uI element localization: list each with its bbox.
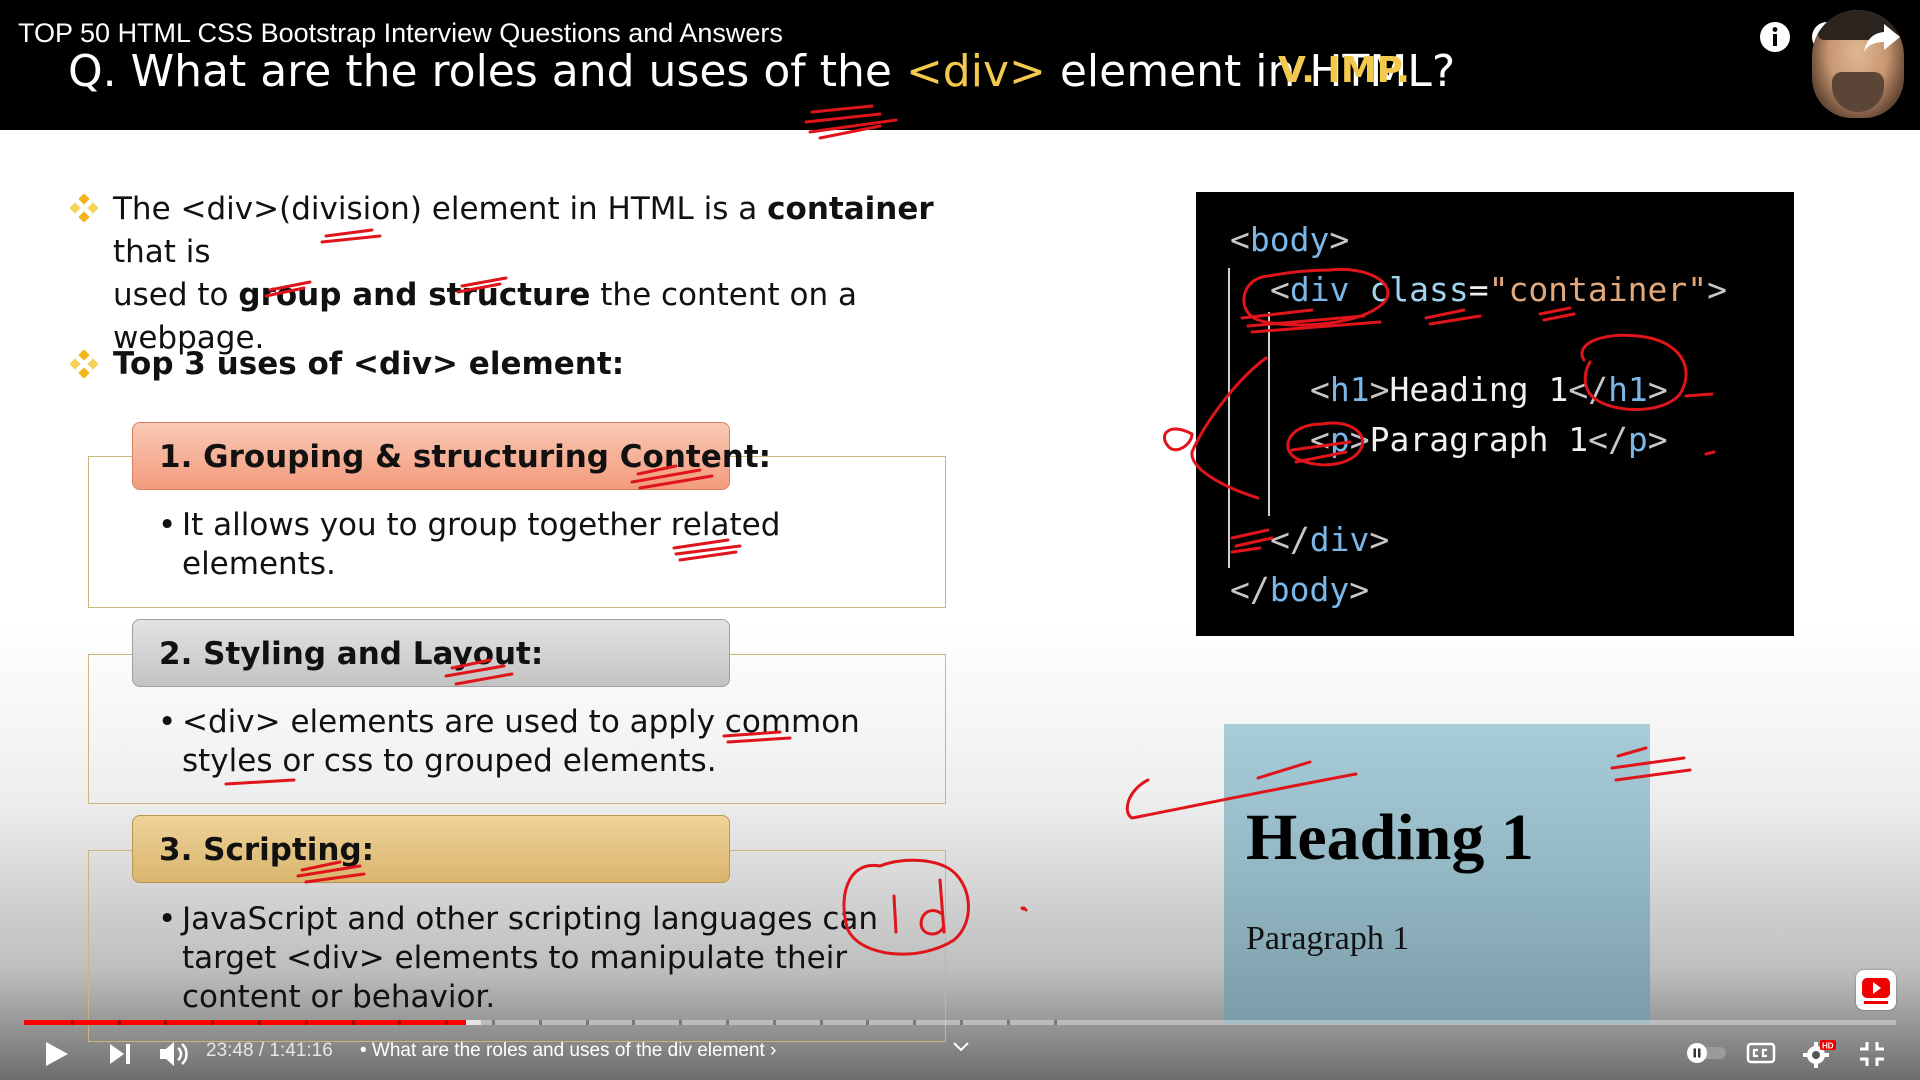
bullet-diamond-icon <box>70 350 98 378</box>
bullet-dot: • <box>158 901 177 937</box>
question-div-tag: <div> <box>905 46 1046 97</box>
video-title[interactable]: TOP 50 HTML CSS Bootstrap Interview Ques… <box>18 18 783 48</box>
chapter-marker <box>70 1020 74 1025</box>
chapter-title-button[interactable]: • What are the roles and uses of the div… <box>360 1040 777 1061</box>
chapter-marker <box>304 1020 308 1025</box>
chapter-marker <box>679 1020 683 1025</box>
duration: 1:41:16 <box>269 1040 333 1061</box>
subscribe-button[interactable] <box>1856 970 1896 1010</box>
seek-bar-played <box>24 1020 466 1025</box>
use-card-title: 2. Styling and Layout: <box>132 619 730 687</box>
autoplay-toggle-icon[interactable] <box>1686 1042 1728 1064</box>
code-line-div-open: <div class="container"> <box>1270 270 1727 309</box>
code-line-body-close: </body> <box>1230 570 1370 609</box>
bullet-dot: • <box>158 704 177 740</box>
chapter-marker <box>1053 1020 1057 1025</box>
code-line-div-close: </div> <box>1270 520 1390 559</box>
chapter-marker <box>726 1020 729 1025</box>
chapter-marker <box>1006 1020 1010 1025</box>
time-display: 23:48 / 1:41:16 <box>206 1040 333 1061</box>
play-icon[interactable] <box>44 1040 70 1068</box>
subscribe-logo-icon <box>1862 978 1890 1004</box>
code-example: <body> <div class="container"> <h1>Headi… <box>1196 192 1794 636</box>
captions-icon[interactable] <box>1746 1042 1776 1064</box>
chevron-down-icon[interactable] <box>952 1040 970 1054</box>
svg-text:HD: HD <box>1822 1042 1834 1051</box>
use-card-body: • It allows you to group together relate… <box>158 507 781 582</box>
importance-label: V. IMP. <box>1278 50 1411 91</box>
chapter-marker <box>913 1020 917 1025</box>
chapter-marker <box>398 1020 402 1025</box>
chapter-marker <box>211 1020 215 1025</box>
bullet-diamond-icon <box>70 194 98 222</box>
question-prefix: Q. What are the roles and uses of the <box>68 46 906 97</box>
indent-guide <box>1268 312 1270 516</box>
code-line-body-open: <body> <box>1230 220 1350 259</box>
video-top-bar <box>0 0 1920 130</box>
rendered-output-preview: Heading 1 Paragraph 1 <box>1224 724 1650 1024</box>
exit-fullscreen-icon[interactable] <box>1858 1040 1886 1068</box>
use-card-body: • <div> elements are used to apply commo… <box>158 704 860 779</box>
question-heading: Q. What are the roles and uses of the <d… <box>68 46 1455 97</box>
chapter-marker <box>632 1020 636 1025</box>
use-card-body: • JavaScript and other scripting languag… <box>158 901 879 1015</box>
seek-bar[interactable] <box>24 1020 1896 1025</box>
use-card-title: 3. Scripting: <box>132 815 730 883</box>
code-line-p: <p>Paragraph 1</p> <box>1310 420 1668 459</box>
chapter-marker <box>492 1020 495 1025</box>
bullet-dot: • <box>158 507 177 543</box>
chapter-marker <box>164 1020 168 1025</box>
skip-next-icon[interactable] <box>108 1042 132 1066</box>
question-suffix: element in HTML? <box>1045 46 1456 97</box>
gear-icon[interactable]: HD <box>1802 1040 1836 1068</box>
chapter-marker <box>258 1020 261 1025</box>
chapter-marker <box>117 1020 121 1025</box>
chapter-marker <box>538 1020 542 1025</box>
preview-heading: Heading 1 <box>1246 801 1534 874</box>
uses-heading: Top 3 uses of <div> element: <box>113 346 625 382</box>
info-icon[interactable] <box>1758 20 1792 54</box>
code-line-h1: <h1>Heading 1</h1> <box>1310 370 1668 409</box>
chapter-marker <box>866 1020 870 1025</box>
chapter-marker <box>960 1020 963 1025</box>
chapter-marker <box>772 1020 776 1025</box>
chapter-marker <box>445 1020 449 1025</box>
share-arrow-icon[interactable] <box>1862 22 1902 54</box>
chapter-marker <box>585 1020 589 1025</box>
current-time: 23:48 <box>206 1040 254 1061</box>
use-card-title: 1. Grouping & structuring Content: <box>132 422 771 490</box>
chapter-marker <box>351 1020 355 1025</box>
volume-icon[interactable] <box>158 1040 190 1068</box>
chapter-marker <box>819 1020 823 1025</box>
indent-guide <box>1228 268 1230 568</box>
preview-paragraph: Paragraph 1 <box>1246 920 1410 957</box>
intro-line-1: The <div>(division) element in HTML is a… <box>113 191 934 270</box>
intro-text: The <div>(division) element in HTML is a… <box>113 188 993 360</box>
